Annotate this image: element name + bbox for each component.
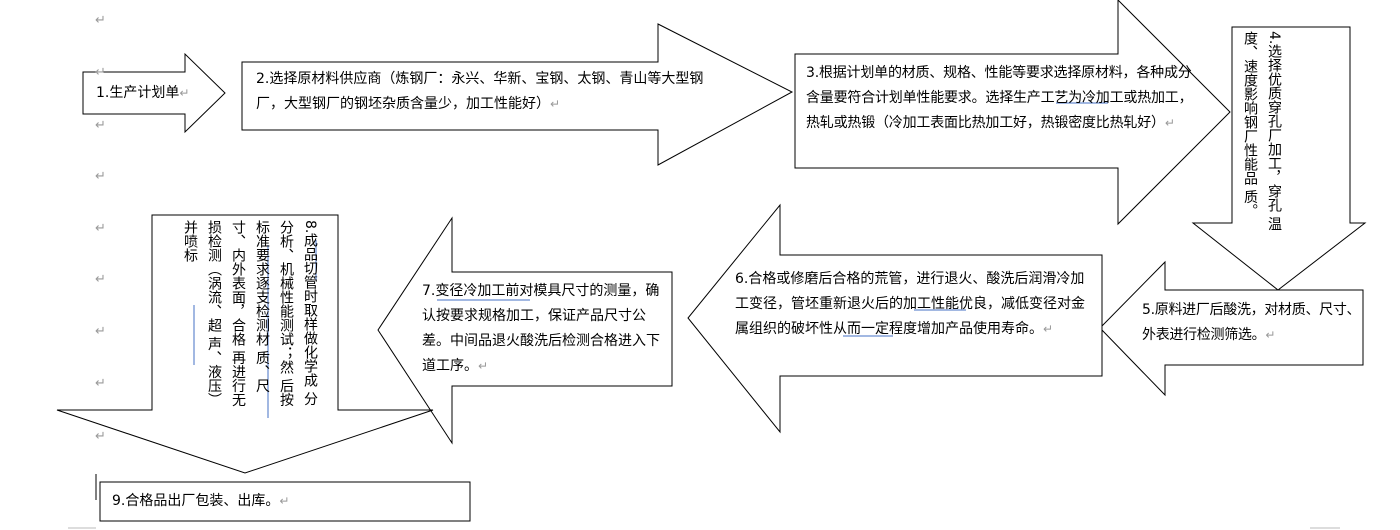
- step-9-text: 9.合格品出厂包装、出库。↵: [112, 493, 290, 509]
- para-mark: ↵: [95, 429, 106, 444]
- step-8-arrow: [56, 214, 434, 474]
- step-8-text: 8.成品切管时取样做化学成 分分析、机械性能测试；然 后按标准要求逐支检测材 质…: [182, 220, 318, 407]
- step-9-box: [99, 481, 471, 522]
- para-mark: ↵: [95, 221, 106, 236]
- step-3-text: 3.根据计划单的材质、规格、性能等要求选择原材料，各种成分含量要符合计划单性能要…: [806, 65, 1193, 131]
- step-5-arrow: [1099, 260, 1364, 397]
- para-mark: ↵: [95, 13, 106, 28]
- step-4-text: 4.选择优质穿孔厂加工，穿孔 温度、速度影响钢厂性能品 质。: [1242, 31, 1282, 231]
- margin-paragraph-marks: ↵ ↵ ↵ ↵ ↵ ↵ ↵ ↵ ↵: [95, 13, 106, 444]
- step-2-arrow: [241, 23, 794, 166]
- step-7-arrow: [377, 216, 673, 445]
- para-mark: ↵: [95, 118, 106, 133]
- para-mark: ↵: [95, 376, 106, 391]
- step-3-arrow: [794, 0, 1231, 226]
- step-6-arrow: [687, 203, 1103, 434]
- para-mark: ↵: [95, 65, 106, 80]
- step-1-text: 1.生产计划单↵: [96, 85, 190, 101]
- para-mark: ↵: [95, 324, 106, 339]
- para-mark: ↵: [95, 169, 106, 184]
- step-4-arrow: [1191, 26, 1367, 291]
- step-6-text: 6.合格或修磨后合格的荒管，进行退火、酸洗后润滑冷加工变径，管坯重新退火后的加工…: [735, 271, 1085, 337]
- para-mark: ↵: [95, 272, 106, 287]
- step-2-text: 2.选择原材料供应商（炼钢厂：永兴、华新、宝钢、太钢、青山等大型钢厂，大型钢厂的…: [256, 71, 704, 112]
- step-1-arrow: [82, 52, 226, 134]
- step-7-text: 7.变径冷加工前对模具尺寸的测量，确认按要求规格加工，保证产品尺寸公差。中间品退…: [422, 283, 660, 374]
- step-5-text: 5.原料进厂后酸洗，对材质、尺寸、外表进行检测筛选。↵: [1142, 302, 1361, 343]
